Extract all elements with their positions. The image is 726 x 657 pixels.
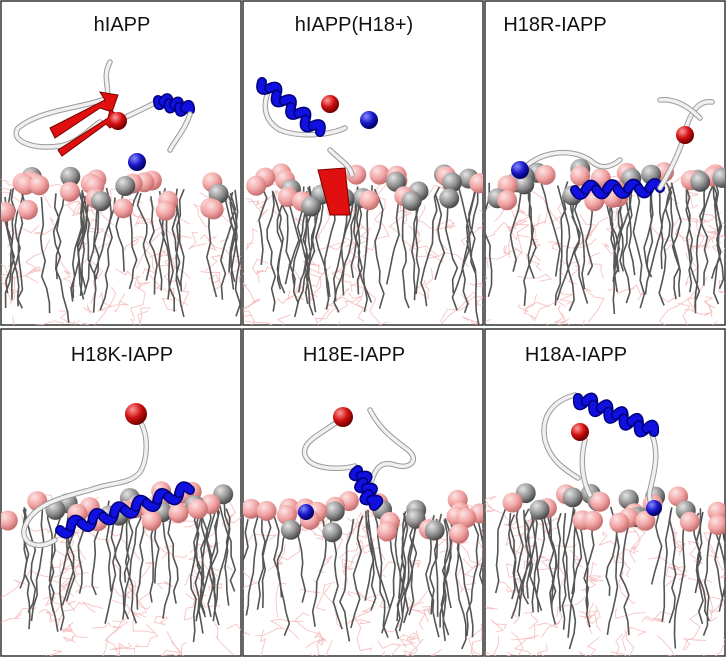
phosphate-bead [256,500,277,521]
alpha-helix [256,77,326,137]
panel-title: H18R-IAPP [503,14,606,36]
choline-bead [424,520,445,541]
phosphate-bead [679,511,700,532]
phosphate-bead [449,523,469,544]
choline-bead [60,166,81,187]
n-terminal-bead [333,407,353,427]
phosphate-bead [583,510,603,531]
choline-bead [690,171,711,192]
n-terminal-bead [571,423,589,441]
panel-h18e-iapp: H18E-IAPP [242,328,484,657]
choline-bead [401,190,422,211]
phosphate-bead [1,510,18,531]
phosphate-bead [469,173,483,194]
peptide-cartoon [298,407,416,520]
panel-h18a-iapp: H18A-IAPP [484,328,726,657]
choline-bead [441,172,462,193]
alpha-helix [570,178,665,200]
choline-bead [562,487,583,508]
phosphate-bead [187,499,208,519]
alpha-helix [572,392,660,438]
beta-strand [317,167,351,216]
residue-18-bead [646,500,662,516]
phosphate-bead [1,201,16,222]
phosphate-bead [17,199,38,220]
panel-title: hIAPP(H18+) [295,14,413,36]
choline-bead [322,522,343,543]
panel-title: H18A-IAPP [525,344,627,366]
peptide-cartoon [511,97,715,200]
residue-18-bead [298,504,314,520]
lipid-chains-pink [1,493,241,656]
phosphate-bead [168,502,189,523]
panel-h18r-iapp: H18R-IAPP [484,0,726,326]
membrane-scene [243,407,483,656]
peptide-cartoon [13,59,195,171]
choline-bead [439,188,460,209]
peptide-cartoon [541,392,662,516]
peptide-cartoon [256,77,378,216]
choline-bead [280,519,301,540]
choline-bead [386,171,406,192]
choline-bead [301,196,322,217]
panel-title: hIAPP [94,14,151,36]
phosphate-bead [502,492,523,513]
phosphate-bead [609,512,630,533]
phosphate-bead [59,181,80,202]
choline-bead [90,191,111,212]
lipid-tails-gray [485,180,725,315]
phosphate-bead [497,190,517,211]
panel-title: H18K-IAPP [71,344,173,366]
membrane-scene [485,97,725,325]
alpha-helix [348,465,384,511]
membrane-scene [243,77,483,325]
phosphate-bead [29,175,50,196]
choline-bead [529,499,550,520]
membrane-scene [1,403,241,656]
lipid-headgroup-beads [246,163,483,217]
phosphate-bead [141,510,162,531]
n-terminal-bead [676,126,694,144]
phosphate-bead [635,510,656,531]
panel-h18k-iapp: H18K-IAPP [0,328,242,657]
phosphate-bead [246,175,267,196]
alpha-helix [153,93,195,117]
membrane-scene [1,59,241,325]
n-terminal-bead [109,112,127,130]
phosphate-bead [243,498,262,519]
phosphate-bead [203,199,224,220]
choline-bead [514,174,535,195]
phosphate-bead [570,165,591,186]
peptide-cartoon [21,403,195,548]
membrane-scene [485,392,725,656]
residue-18-bead [128,153,146,171]
panel-hiapp-h18plus: hIAPP(H18+) [242,0,484,326]
beta-strand [49,91,119,139]
lipid-headgroup-beads [1,166,229,222]
phosphate-bead [155,200,176,221]
phosphate-bead [707,515,725,535]
phosphate-bead [113,198,134,219]
panel-title: H18E-IAPP [303,344,405,366]
phosphate-bead [359,190,380,211]
phosphate-bead [535,164,556,185]
phosphate-bead [377,521,397,542]
phosphate-bead [456,507,477,528]
n-terminal-bead [125,403,147,425]
choline-bead [115,176,136,196]
residue-18-bead [511,161,529,179]
panel-hiapp: hIAPP [0,0,242,326]
choline-bead [324,501,345,522]
lipid-headgroup-beads [243,489,483,544]
n-terminal-bead [321,95,339,113]
choline-bead [712,167,725,188]
alpha-helix [55,481,195,539]
lipid-tails-gray [19,499,237,643]
phosphate-bead [590,491,611,512]
residue-18-bead [360,111,378,129]
phosphate-bead [369,164,390,185]
